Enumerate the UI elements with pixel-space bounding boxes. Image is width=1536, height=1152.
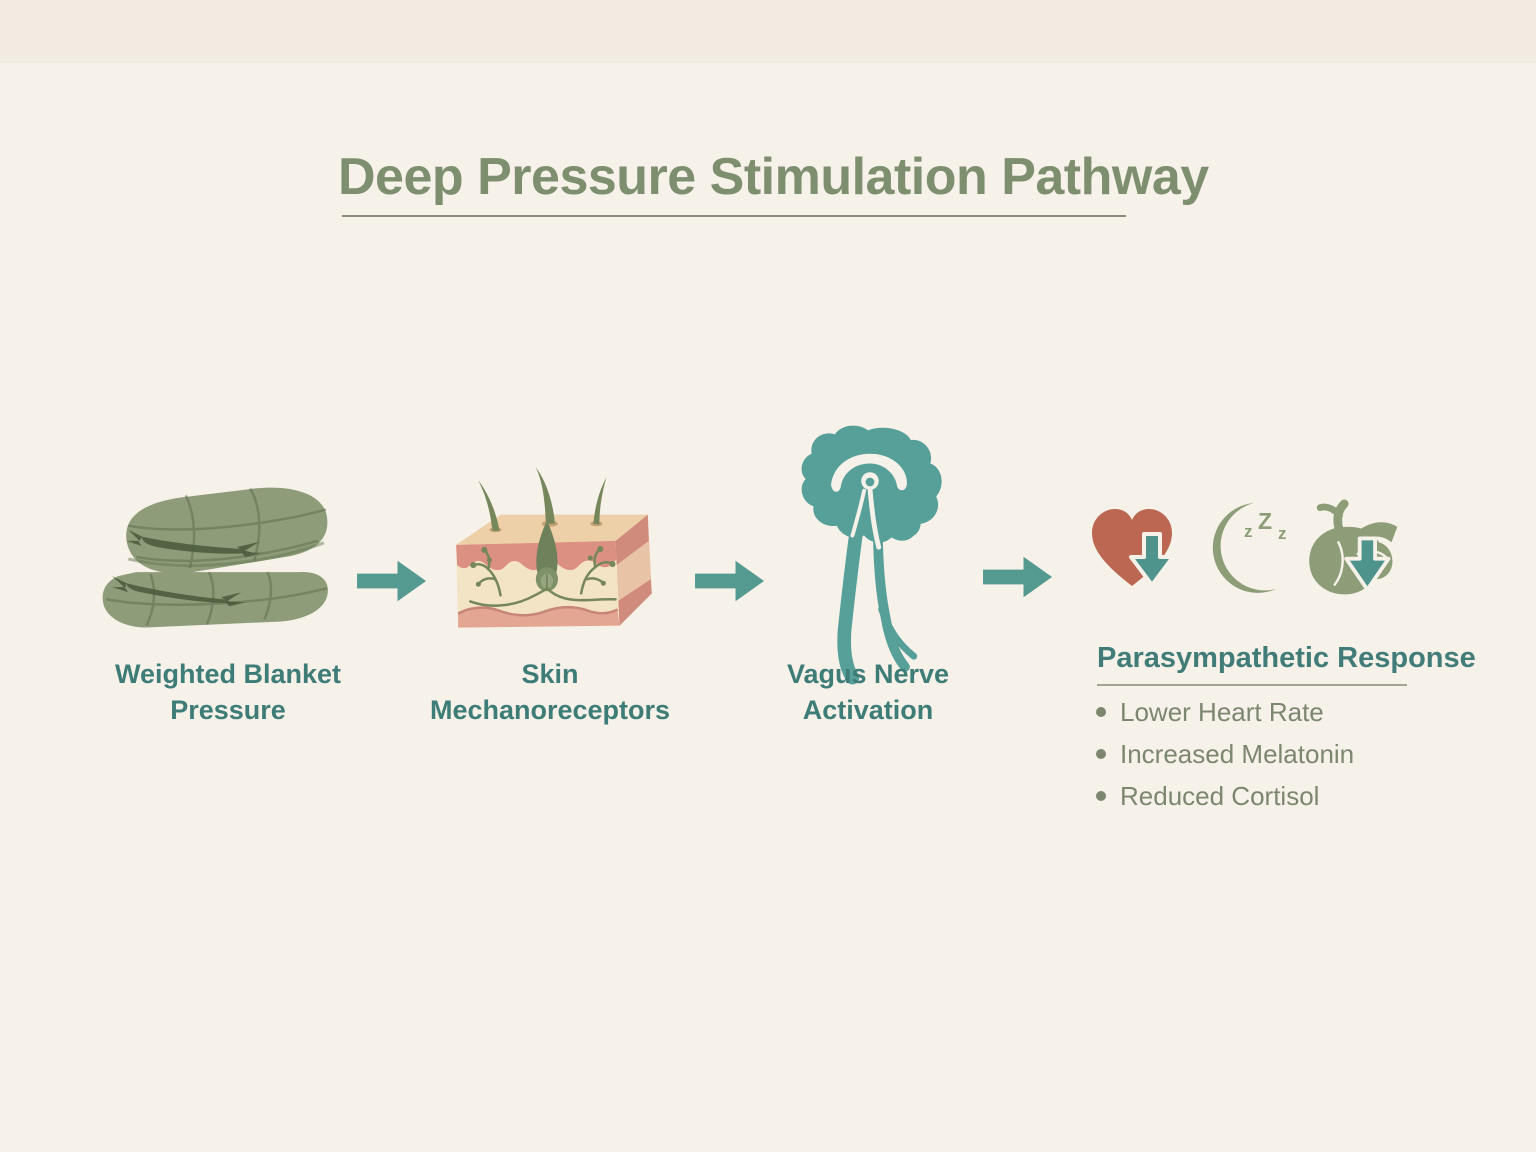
page-title: Deep Pressure Stimulation Pathway [338,148,1209,206]
bullet-text: Lower Heart Rate [1120,696,1324,727]
label-vagus-nerve: Vagus Nerve Activation [708,656,1028,728]
label-line: Mechanoreceptors [429,695,671,725]
response-underline [1097,684,1407,686]
label-skin-mechanoreceptors: Skin Mechanoreceptors [390,656,710,728]
arrow-right-icon [357,560,427,602]
list-item: Reduced Cortisol [1096,781,1436,811]
list-item: Lower Heart Rate [1096,697,1436,727]
heart-rate-down-icon [1092,509,1175,587]
brain-vagus-nerve-icon [801,425,942,685]
label-line: Skin [521,659,579,689]
label-line: Weighted Blanket [114,659,342,689]
list-item: Increased Melatonin [1096,739,1436,769]
title-underline [342,215,1126,217]
response-bullet-list: Lower Heart Rate Increased Melatonin Red… [1096,697,1436,823]
top-band [0,0,1536,63]
bullet-text: Reduced Cortisol [1120,780,1320,811]
zzz-letter: z [1278,524,1287,543]
bullet-text: Increased Melatonin [1120,738,1355,769]
bullet-dot-icon [1096,749,1106,759]
arrow-right-icon [983,556,1053,598]
arrow-right-icon [695,560,765,602]
label-weighted-blanket: Weighted Blanket Pressure [68,656,388,728]
moon-sleep-zzz-icon: z Z z [1212,503,1287,593]
bullet-dot-icon [1096,707,1106,717]
bullet-dot-icon [1096,791,1106,801]
zzz-letter: Z [1258,508,1272,534]
label-line: Vagus Nerve [786,659,950,689]
response-heading: Parasympathetic Response [1097,642,1476,674]
skin-cross-section-icon [456,467,652,628]
anatomical-heart-down-icon [1309,499,1398,595]
label-line: Activation [802,695,934,725]
weighted-blanket-icon [102,487,328,628]
label-line: Pressure [170,695,286,725]
zzz-letter: z [1244,522,1253,541]
